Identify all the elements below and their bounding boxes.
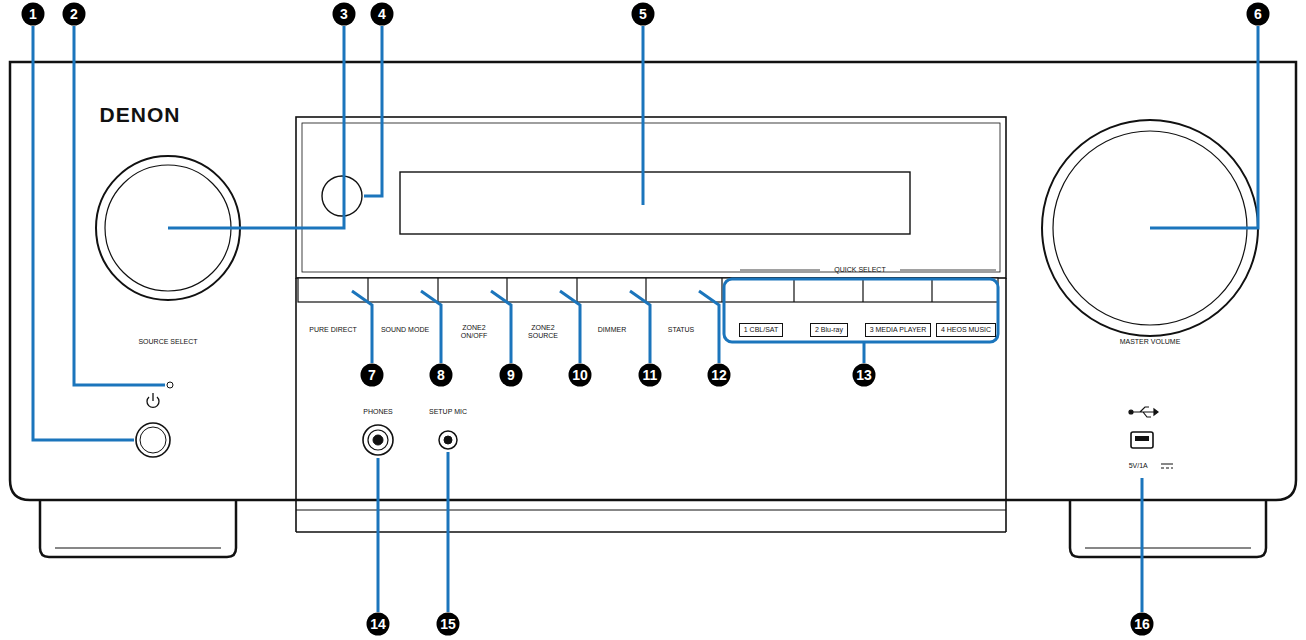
panel-label: SETUP MIC [429,408,467,416]
panel-label: 5V/1A [1129,462,1148,470]
panel-label: QUICK SELECT [834,266,885,274]
callout-number: 16 [1131,613,1154,636]
callout-number: 8 [430,364,453,387]
receiver-body [10,62,1296,557]
usb-symbol [1129,407,1158,417]
power-led [167,382,173,388]
panel-label: ZONE2 ON/OFF [457,324,491,339]
quick-select-label: 2 Blu-ray [810,323,848,337]
leader-lines [33,26,1258,612]
callout-number: 2 [63,3,86,26]
node-text: 1 CBL/SAT [744,326,779,334]
panel-label: PHONES [363,408,393,416]
callout-number: 10 [569,364,592,387]
callout-number: 6 [1247,3,1270,26]
node-text: 3 MEDIA PLAYER [870,326,927,334]
callout-number: 14 [367,613,390,636]
quick-select-label: 4 HEOS MUSIC [936,323,996,337]
panel-label: DIMMER [598,326,626,334]
callout-number: 3 [333,3,356,26]
callout-number: 4 [371,3,394,26]
callout-number: 15 [437,613,460,636]
phones-jack [363,425,393,455]
power-button [136,423,170,457]
panel-label: STATUS [668,326,695,334]
node-text: 4 HEOS MUSIC [941,326,991,334]
callout-number: 11 [639,364,662,387]
dc-symbol [1161,464,1173,468]
setup-mic-jack [439,431,457,449]
quick-select-label: 1 CBL/SAT [739,323,784,337]
callout-number: 1 [22,3,45,26]
usb-port [1131,432,1153,448]
panel-label: PURE DIRECT [309,326,356,334]
button-row [298,278,998,302]
panel-label: MASTER VOLUME [1120,338,1181,346]
callout-number: 13 [853,364,876,387]
panel-label: SOURCE SELECT [138,338,197,346]
callout-number: 12 [708,364,731,387]
feet-detail [55,547,1251,548]
power-symbol [147,393,159,407]
quick-select-label: 3 MEDIA PLAYER [865,323,932,337]
callout-number: 7 [361,364,384,387]
panel-label: SOUND MODE [381,326,429,334]
node-text: 2 Blu-ray [815,326,843,334]
callout-number: 5 [632,3,655,26]
callout-number: 9 [500,364,523,387]
panel-label: ZONE2 SOURCE [526,324,560,339]
brand-logo: DENON [100,103,181,126]
center-panel [296,117,1006,532]
